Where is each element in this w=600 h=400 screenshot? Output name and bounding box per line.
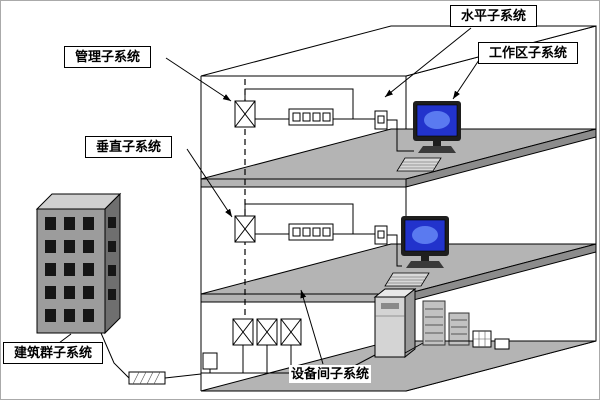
floor-slab-upper-edge [405,128,597,188]
label-horizontal-subsystem: 水平子系统 [450,5,538,27]
cable-splice-connector [128,371,166,385]
pointer-horizontal [384,27,472,98]
splice-hatching [132,371,161,385]
cabinet-front [374,296,406,358]
main-distribution-frame-3 [280,318,302,346]
cabinet-vent [381,303,399,309]
label-vertical-subsystem: 垂直子系统 [85,136,173,158]
label-equipment-room-subsystem: 设备间子系统 [289,365,372,383]
pointer-workarea [452,59,480,100]
campus-side-wall [104,192,121,335]
rack-louvers [425,308,443,342]
rack-body-small [448,312,470,346]
label-campus-subsystem: 建筑群子系统 [3,342,104,364]
wall-rack-large [422,300,446,346]
main-distribution-frame-2 [256,318,278,346]
floor-slab-middle [200,243,597,303]
cabinet-side [404,287,416,359]
patch-panel-middle [288,223,334,241]
cable-to-rack [404,342,424,354]
campus-cable-run [100,332,130,379]
splice-body [128,371,166,385]
campus-building [35,192,122,335]
floor-slab-upper-front [200,178,407,188]
pointer-vertical [186,148,233,218]
outlet-to-pc-cable-middle [387,234,402,267]
patch-panel-top [288,108,334,126]
pointer-campus [58,333,72,344]
roof-face [200,25,597,77]
cable-entry-box [202,352,218,370]
distribution-frame-middle [234,215,256,243]
campus-cable-to-building [164,373,202,379]
conduit-loop-top [244,88,354,119]
wall-outlet-middle [374,225,388,245]
pointer-management [165,57,232,102]
campus-windows [45,217,116,322]
campus-cable [100,332,202,385]
rack-body [422,300,446,346]
floor-slab-upper [200,128,597,188]
equipment-room [201,287,510,374]
conduit-loop-middle [244,203,354,234]
wall-outlet-top [374,110,388,130]
middle-floor-cabling [234,203,402,267]
equipment-cabinet [373,287,417,359]
label-workarea-subsystem: 工作区子系统 [478,42,579,64]
top-floor-cabling [234,88,414,152]
junction-box [494,338,510,350]
meter-box [472,330,492,348]
label-management-subsystem: 管理子系统 [64,46,152,68]
main-distribution-frame-1 [232,318,254,346]
distribution-frame-top [234,100,256,128]
wall-rack-small [448,312,470,346]
outlet-to-pc-cable-top [387,119,414,152]
pointer-equipment-room [300,289,324,365]
